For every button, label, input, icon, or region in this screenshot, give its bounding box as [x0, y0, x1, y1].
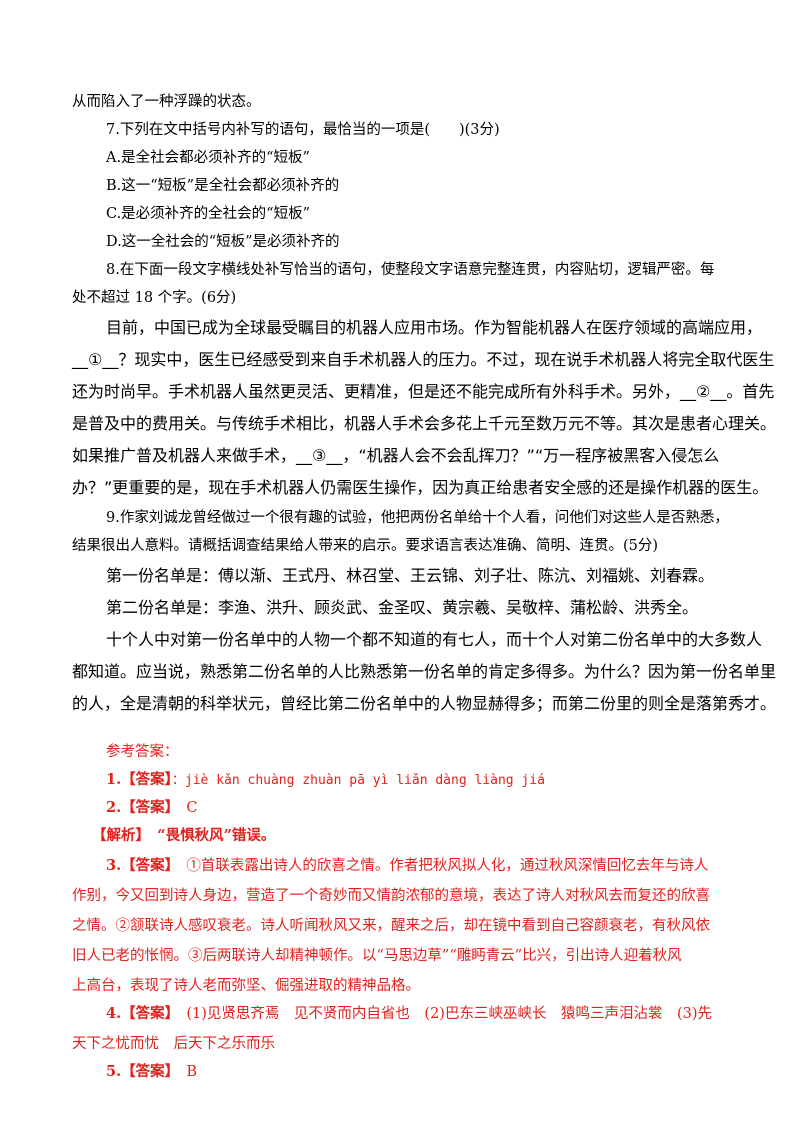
answer-3: 3.【答案】 ①首联表露出诗人的欣喜之情。作者把秋风拟人化，通过秋风深情回忆去年… — [106, 852, 728, 880]
q7-option-c: C.是必须补齐的全社会的“短板” — [106, 206, 311, 222]
answer-3-label: 3.【答案】 — [106, 857, 172, 874]
q9-passage-line2: 都知道。应当说，熟悉第二份名单的人比熟悉第一份名单的肯定多得多。为什么？因为第一… — [72, 662, 777, 681]
q8-passage-line5-tail: ，“机器人会不会乱挥刀？”“万一程序被黑客入侵怎么 — [342, 446, 720, 465]
answer-1-text: ：jiè kǎn chuàng zhuàn pā yì liǎn dàng li… — [171, 773, 545, 788]
answers-heading: 参考答案： — [106, 744, 179, 760]
answer-1-label: 1.【答案】 — [106, 771, 172, 788]
blank-1: __①__ — [72, 350, 119, 369]
blank-3: __③__ — [296, 446, 343, 465]
answer-2-explanation: 【解析】 “畏惧秋风”错误。 — [92, 822, 728, 850]
blank-2: __②__ — [680, 382, 727, 401]
q8-passage-line3: 还为时尚早。手术机器人虽然更灵活、更精准，但是还不能完成所有外科手术。另外，__… — [72, 378, 774, 406]
q8-passage-line2: __①__？现实中，医生已经感受到来自手术机器人的压力。不过，现在说手术机器人将… — [72, 346, 774, 374]
q7-option-d: D.这一全社会的“短板”是必须补齐的 — [106, 234, 340, 250]
answer-3-line1: ①首联表露出诗人的欣喜之情。作者把秋风拟人化，通过秋风深情回忆去年与诗人 — [171, 858, 709, 874]
q8-passage-line3-tail: 。首先 — [726, 382, 775, 401]
q8-passage-line5-text: 如果推广普及机器人来做手术， — [72, 446, 297, 465]
answer-3-line3: 之情。②颔联诗人感叹衰老。诗人听闻秋风又来，醒来之后，却在镜中看到自己容颜衰老，… — [72, 918, 710, 934]
q6-tail: 从而陷入了一种浮躁的状态。 — [72, 94, 261, 110]
q8-passage-line1: 目前，中国已成为全球最受瞩目的机器人应用市场。作为智能机器人在医疗领域的高端应用… — [106, 318, 763, 337]
answer-5-label: 5.【答案】 — [106, 1063, 172, 1080]
q9-stem-line1: 9.作家刘诚龙曾经做过一个很有趣的试验，他把两份名单给十个人看，问他们对这些人是… — [106, 510, 729, 526]
q9-list-2: 第二份名单是：李渔、洪升、顾炎武、金圣叹、黄宗羲、吴敬梓、蒲松龄、洪秀全。 — [106, 598, 699, 617]
answer-2-explanation-label: 【解析】 — [92, 827, 143, 844]
q8-stem-line2: 处不超过 18 个字。(6分) — [72, 290, 237, 306]
q9-passage-line1: 十个人中对第一份名单中的人物一个都不知道的有七人，而十个人对第二份名单中的大多数… — [106, 630, 763, 649]
answer-3-line5: 上高台，表现了诗人老而弥坚、倔强进取的精神品格。 — [72, 978, 420, 994]
answer-5: 5.【答案】 B — [106, 1058, 728, 1086]
answer-4: 4.【答案】 (1)见贤思齐焉 见不贤而内自省也 (2)巴东三峡巫峡长 猿鸣三声… — [106, 1000, 728, 1028]
q8-passage-line4: 是普及中的费用关。与传统手术相比，机器人手术会多花上千元至数万元不等。其次是患者… — [72, 414, 777, 433]
q7-option-b: B.这一“短板”是全社会都必须补齐的 — [106, 178, 340, 194]
answer-4-label: 4.【答案】 — [106, 1005, 172, 1022]
answer-3-line4: 旧人已老的怅惘。③后两联诗人却精神顿作。以“马思边草”“雕眄青云”比兴，引出诗人… — [72, 948, 682, 964]
answer-1: 1.【答案】：jiè kǎn chuàng zhuàn pā yì liǎn d… — [106, 766, 728, 795]
answer-4-line1: (1)见贤思齐焉 见不贤而内自省也 (2)巴东三峡巫峡长 猿鸣三声泪沾裳 (3)… — [171, 1006, 713, 1022]
q9-stem-line2: 结果很出人意料。请概括调查结果给人带来的启示。要求语言表达准确、简明、连贯。(5… — [72, 538, 659, 554]
q7-stem: 7.下列在文中括号内补写的语句，最恰当的一项是( )(3分) — [106, 122, 500, 138]
q8-passage-line5: 如果推广普及机器人来做手术，__③__，“机器人会不会乱挥刀？”“万一程序被黑客… — [72, 442, 728, 470]
q8-passage-line3-text: 还为时尚早。手术机器人虽然更灵活、更精准，但是还不能完成所有外科手术。另外， — [72, 382, 681, 401]
q8-stem-line1: 8.在下面一段文字横线处补写恰当的语句，使整段文字语意完整连贯，内容贴切，逻辑严… — [106, 262, 715, 278]
answer-5-text: B — [171, 1064, 198, 1080]
q8-passage-line6: 办？”更重要的是，现在手术机器人仍需医生操作，因为真正给患者安全感的还是操作机器… — [72, 478, 769, 497]
answer-2: 2.【答案】 C — [106, 794, 728, 822]
answer-2-text: C — [171, 800, 198, 816]
answer-4-line2: 天下之忧而忧 后天下之乐而乐 — [72, 1036, 275, 1052]
q8-passage-line2-text: ？现实中，医生已经感受到来自手术机器人的压力。不过，现在说手术机器人将完全取代医… — [118, 350, 775, 369]
q9-list-1: 第一份名单是：傅以渐、王式丹、林召堂、王云锦、刘子壮、陈沆、刘福姚、刘春霖。 — [106, 566, 715, 585]
answer-2-label: 2.【答案】 — [106, 799, 172, 816]
answer-3-line2: 作别，今又回到诗人身边，营造了一个奇妙而又情韵浓郁的意境，表达了诗人对秋风去而复… — [72, 888, 710, 904]
answer-2-explanation-text: “畏惧秋风”错误。 — [142, 827, 276, 844]
q9-passage-line3: 的人，全是清朝的科举状元，曾经比第二份名单中的人物显赫得多；而第二份里的则全是落… — [72, 694, 777, 713]
q7-option-a: A.是全社会都必须补齐的“短板” — [106, 150, 310, 166]
